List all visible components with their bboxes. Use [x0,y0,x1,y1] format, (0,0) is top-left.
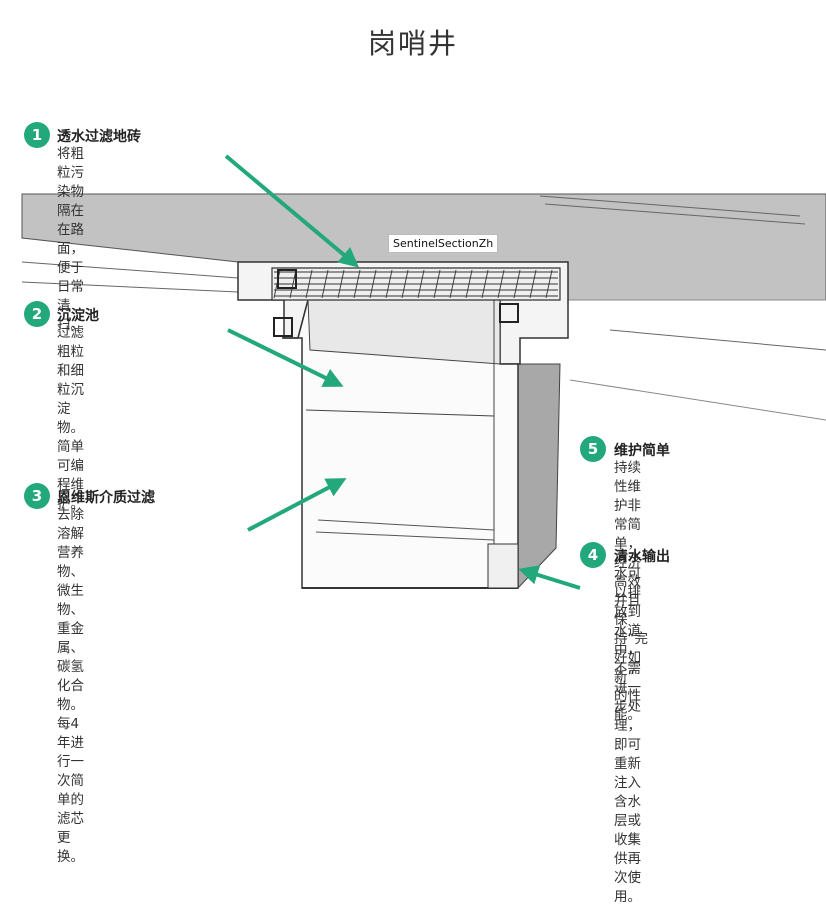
callout-1-body: 将粗粒污染物隔在在路 面，便于日常清扫。 [57,146,84,333]
callout-4-badge: 4 [580,542,606,568]
callout-5-badge: 5 [580,436,606,462]
callout-2-body: 过滤粗粒和细粒沉淀物。 简单可编程维护。 [57,325,84,512]
arrow-2 [227,328,344,387]
road-lower-lines [560,299,826,421]
arrow-4 [518,565,581,590]
callout-1-badge: 1 [24,122,50,148]
model-label: SentinelSectionZh [388,234,499,253]
callout-5-title: 维护简单 [614,443,670,459]
callout-3-title: 恩维斯介质过滤 [57,490,155,506]
callout-2-title: 沉淀池 [57,308,99,324]
callout-4-title: 清水输出 [614,549,670,565]
arrow-1 [224,154,360,268]
outlet-box [487,543,519,589]
permeable-grate [271,267,561,337]
chamber-divider [305,409,495,417]
callout-3-body: 去除溶解营养物、微生物、 重金属、碳氢化合物。 每4年进行一次简单的滤芯 更换。 [57,507,84,865]
pit-side-face [517,363,561,590]
callout-3-badge: 3 [24,483,50,509]
callout-2-badge: 2 [24,301,50,327]
diagram-title: 岗哨井 [367,27,458,60]
road-edge-lines [21,195,826,351]
callout-5-body: 持续性维护非常简单，经济 高效并且保持“完好如新” 的性能。 [614,460,648,723]
callout-1-title: 透水过滤地砖 [57,129,141,145]
filter-lines [315,519,495,541]
sentinel-pit-illustration [21,154,826,590]
arrow-3 [247,478,347,532]
callout-4-body: 水可以排放到水道中，不需 进一步处理，即可重新注入 含水层或收集供再次使用。 [614,566,641,905]
